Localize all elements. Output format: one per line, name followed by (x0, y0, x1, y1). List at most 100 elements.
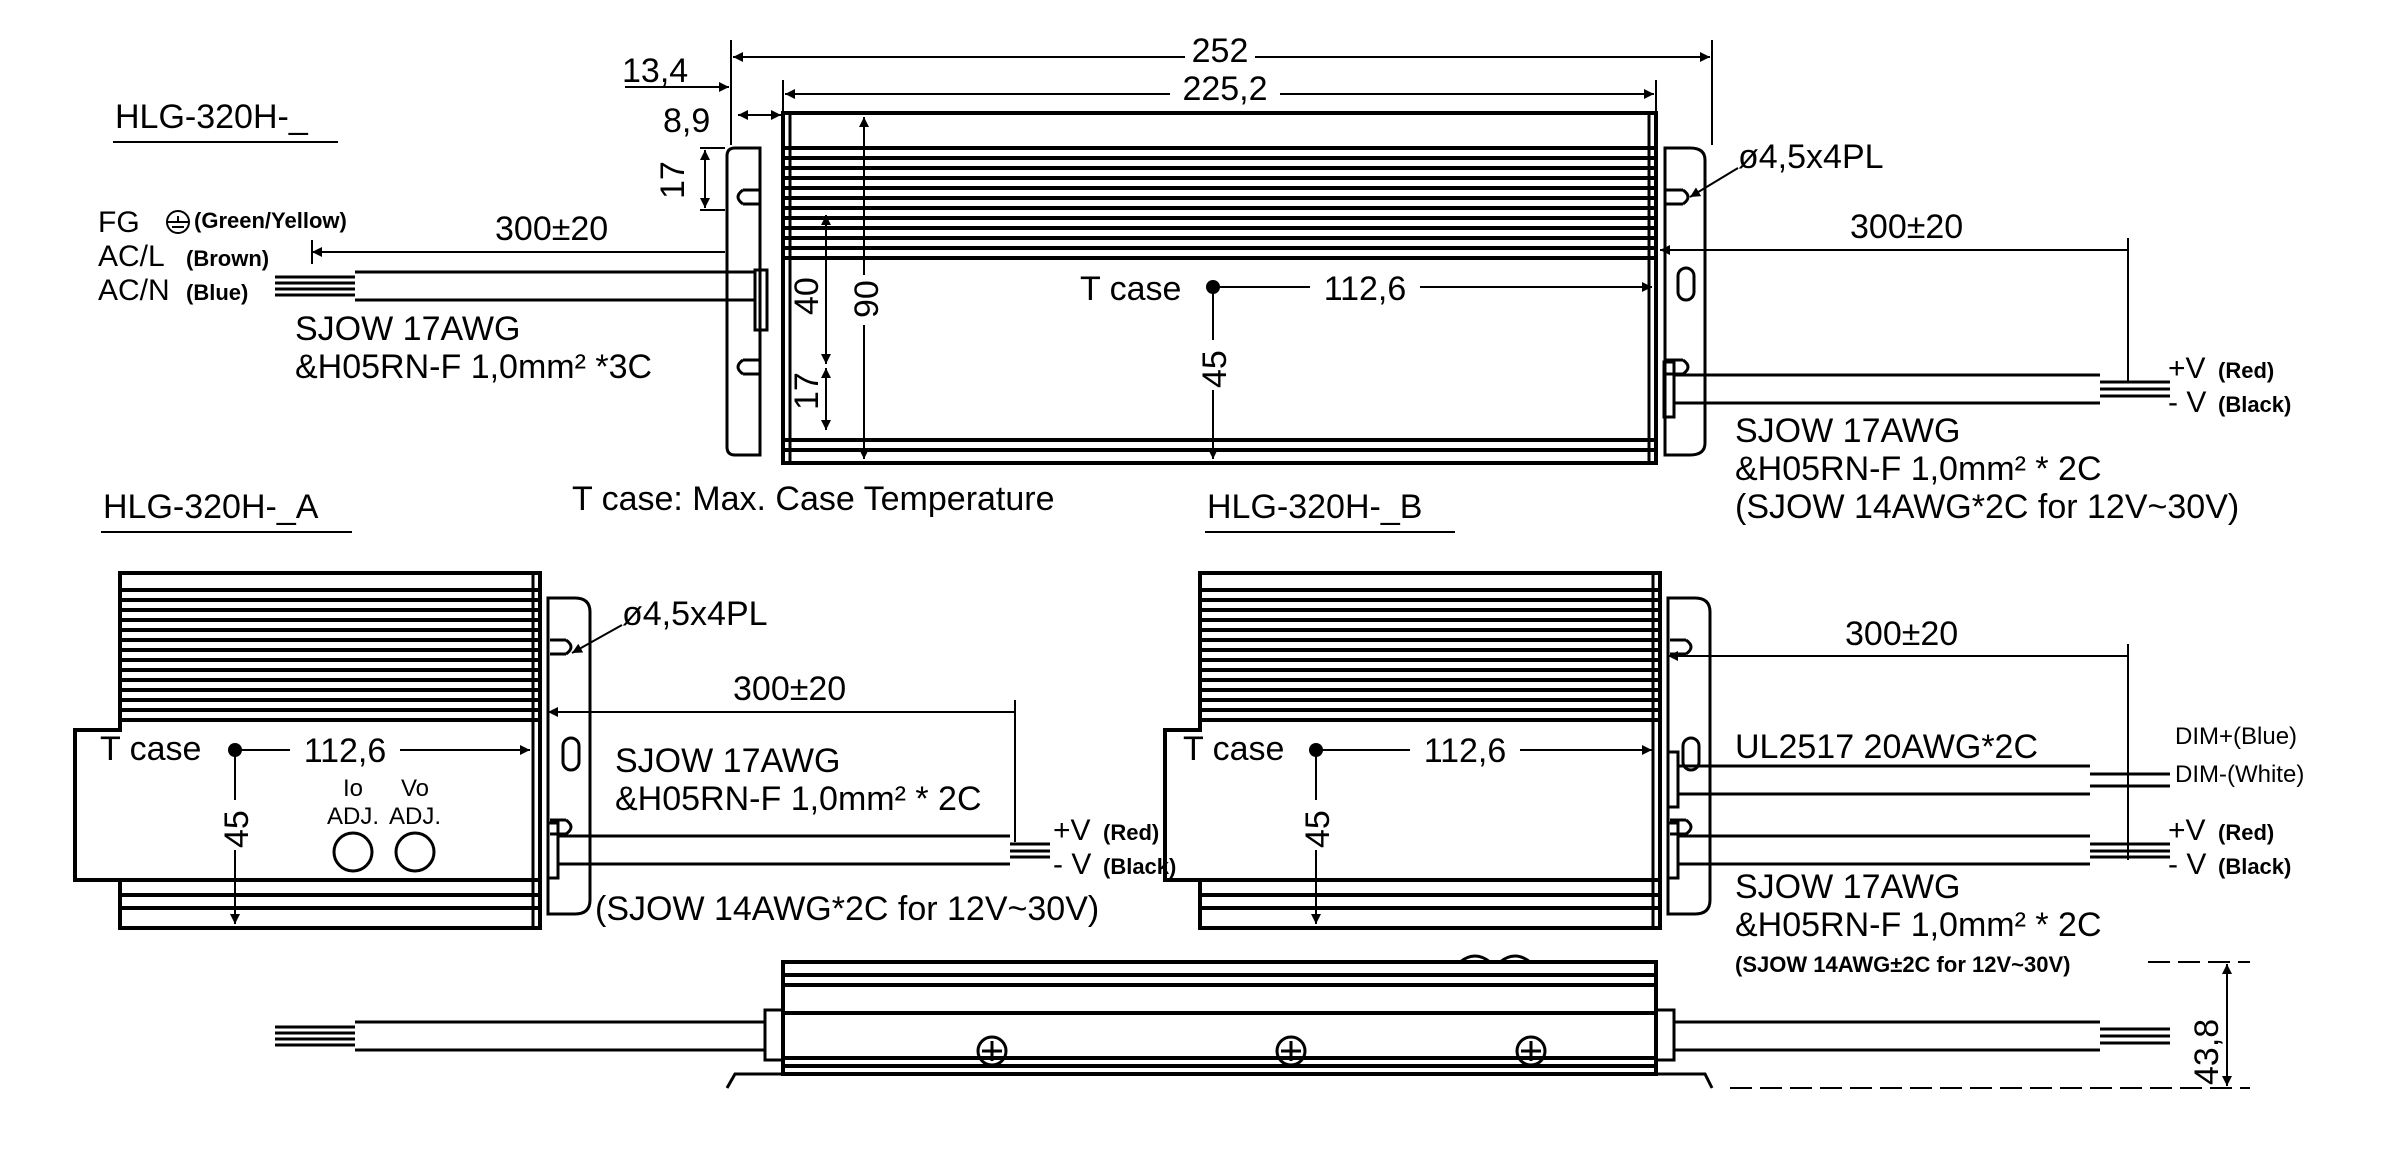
dim-plus-label: DIM+(Blue) (2175, 723, 2297, 750)
top-bumps (1459, 954, 1531, 964)
dim-label-bg-112-6-a (290, 730, 400, 770)
dim-label-bg-45-a (217, 800, 253, 850)
input-wires-top (275, 275, 355, 297)
label-mark-b (1681, 736, 1701, 772)
screw-icon (1275, 1035, 1307, 1067)
vplus-color-a: (Red) (1103, 820, 1159, 845)
label-mark-a (561, 736, 581, 772)
acn-color: (Blue) (186, 280, 248, 305)
dim-45-a: 45 (218, 810, 256, 848)
input-cable-side (355, 1020, 765, 1052)
vo-adj-label-1: Vo (401, 775, 429, 802)
dim-label-bg-45-b (1298, 800, 1334, 850)
flange-left (725, 146, 762, 457)
cable-spec-1-b: SJOW 17AWG (1735, 868, 1960, 906)
hole-note-a: ø4,5x4PL (622, 595, 768, 633)
flange-a (546, 596, 592, 916)
dim-minus-label: DIM-(White) (2175, 761, 2304, 788)
vminus-color-top: (Black) (2218, 392, 2291, 417)
vminus-label-top: - V (2168, 386, 2206, 419)
input-wires-side (275, 1025, 355, 1047)
gland-side-right (1654, 1008, 1676, 1062)
flange-right (1663, 146, 1707, 457)
vminus-label-a: - V (1053, 848, 1091, 881)
cable-length-b: 300±20 (1845, 615, 1958, 653)
input-cable-spec-2: &H05RN-F 1,0mm² *3C (295, 348, 652, 386)
cooling-fins-b (1165, 588, 1660, 910)
vplus-label-top: +V (2168, 352, 2206, 385)
slot-top-right (1666, 188, 1690, 206)
housing-top (781, 111, 1658, 465)
slot-a-top (550, 638, 573, 656)
vo-adj-potentiometer[interactable] (394, 831, 436, 873)
dim-label-bg-90 (844, 275, 882, 325)
slot-top-left (736, 188, 760, 206)
dim-8-9: 8,9 (663, 102, 710, 140)
dim-225-2: 225,2 (1182, 70, 1267, 108)
vplus-color-top: (Red) (2218, 358, 2274, 383)
output-cable-b (1678, 834, 2090, 866)
model-label-a: HLG-320H-_A (103, 488, 319, 526)
gland-side-left (763, 1008, 785, 1062)
input-cable-top (355, 270, 755, 302)
dim-45-b: 45 (1299, 810, 1337, 848)
screw-icon (1515, 1035, 1547, 1067)
dim-45-top: 45 (1196, 350, 1234, 388)
output-cable-a (558, 834, 1010, 866)
cable-spec-3-a: (SJOW 14AWG*2C for 12V~30V) (595, 890, 1099, 928)
cooling-fins-top (783, 146, 1656, 452)
output-length-top: 300±20 (1850, 208, 1963, 246)
dim-cable-spec-b: UL2517 20AWG*2C (1735, 728, 2038, 766)
tcase-label-b: T case (1183, 730, 1284, 768)
hole-leader-a (571, 624, 623, 654)
vplus-label-a: +V (1053, 814, 1091, 847)
top-view: HLG-320H-_ (98, 32, 2291, 526)
dim-90: 90 (848, 280, 886, 318)
vminus-color-b: (Black) (2218, 854, 2291, 879)
fg-color: (Green/Yellow) (194, 208, 347, 233)
cable-spec-2-b: &H05RN-F 1,0mm² * 2C (1735, 906, 2102, 944)
cooling-fins-a (75, 588, 540, 910)
hole-leader-top (1689, 167, 1739, 198)
dim-112-6-b: 112,6 (1424, 732, 1507, 770)
dim-cable-b (1678, 764, 2090, 796)
dim-label-bg-45-top (1195, 340, 1231, 390)
dim-40: 40 (788, 277, 826, 315)
dim-43-8: 43,8 (2188, 1019, 2226, 1085)
side-view: 43,8 (275, 954, 2250, 1089)
dim-gland-b (1666, 750, 1680, 809)
slot-bottom-left (736, 358, 760, 376)
io-adj-potentiometer[interactable] (332, 831, 374, 873)
dim-112-6-top: 112,6 (1324, 270, 1407, 308)
dim-252: 252 (1192, 32, 1249, 70)
cable-spec-1-a: SJOW 17AWG (615, 742, 840, 780)
dim-label-bg-112-6-top (1310, 268, 1420, 308)
output-wires-top (2100, 380, 2170, 398)
output-gland-a (546, 821, 560, 880)
cable-spec-3-b: (SJOW 14AWG±2C for 12V~30V) (1735, 952, 2070, 977)
model-label-top: HLG-320H-_ (115, 98, 309, 136)
model-label-b: HLG-320H-_B (1207, 488, 1422, 526)
vo-adj-label-2: ADJ. (389, 803, 441, 830)
cable-spec-2-a: &H05RN-F 1,0mm² * 2C (615, 780, 982, 818)
dim-17-top: 17 (654, 161, 692, 199)
cable-length-a: 300±20 (733, 670, 846, 708)
fg-label: FG (98, 206, 140, 239)
io-adj-label-2: ADJ. (327, 803, 379, 830)
acn-label: AC/N (98, 274, 170, 307)
output-gland-top (1662, 360, 1676, 419)
tcase-note: T case: Max. Case Temperature (572, 480, 1055, 518)
view-a: HLG-320H-_A (73, 488, 1176, 930)
io-adj-label-1: Io (343, 775, 363, 802)
input-cable-spec-1: SJOW 17AWG (295, 310, 520, 348)
output-wires-b (2090, 842, 2170, 859)
output-cable-top (1674, 373, 2100, 405)
output-cable-spec-1-top: SJOW 17AWG (1735, 412, 1960, 450)
dim-17-bottom: 17 (788, 372, 826, 410)
cooling-fins-side (783, 973, 1656, 1068)
dim-13-4: 13,4 (622, 52, 688, 90)
dim-112-6-a: 112,6 (304, 732, 387, 770)
output-cable-spec-3-top: (SJOW 14AWG*2C for 12V~30V) (1735, 488, 2239, 526)
output-gland-b (1666, 821, 1680, 880)
